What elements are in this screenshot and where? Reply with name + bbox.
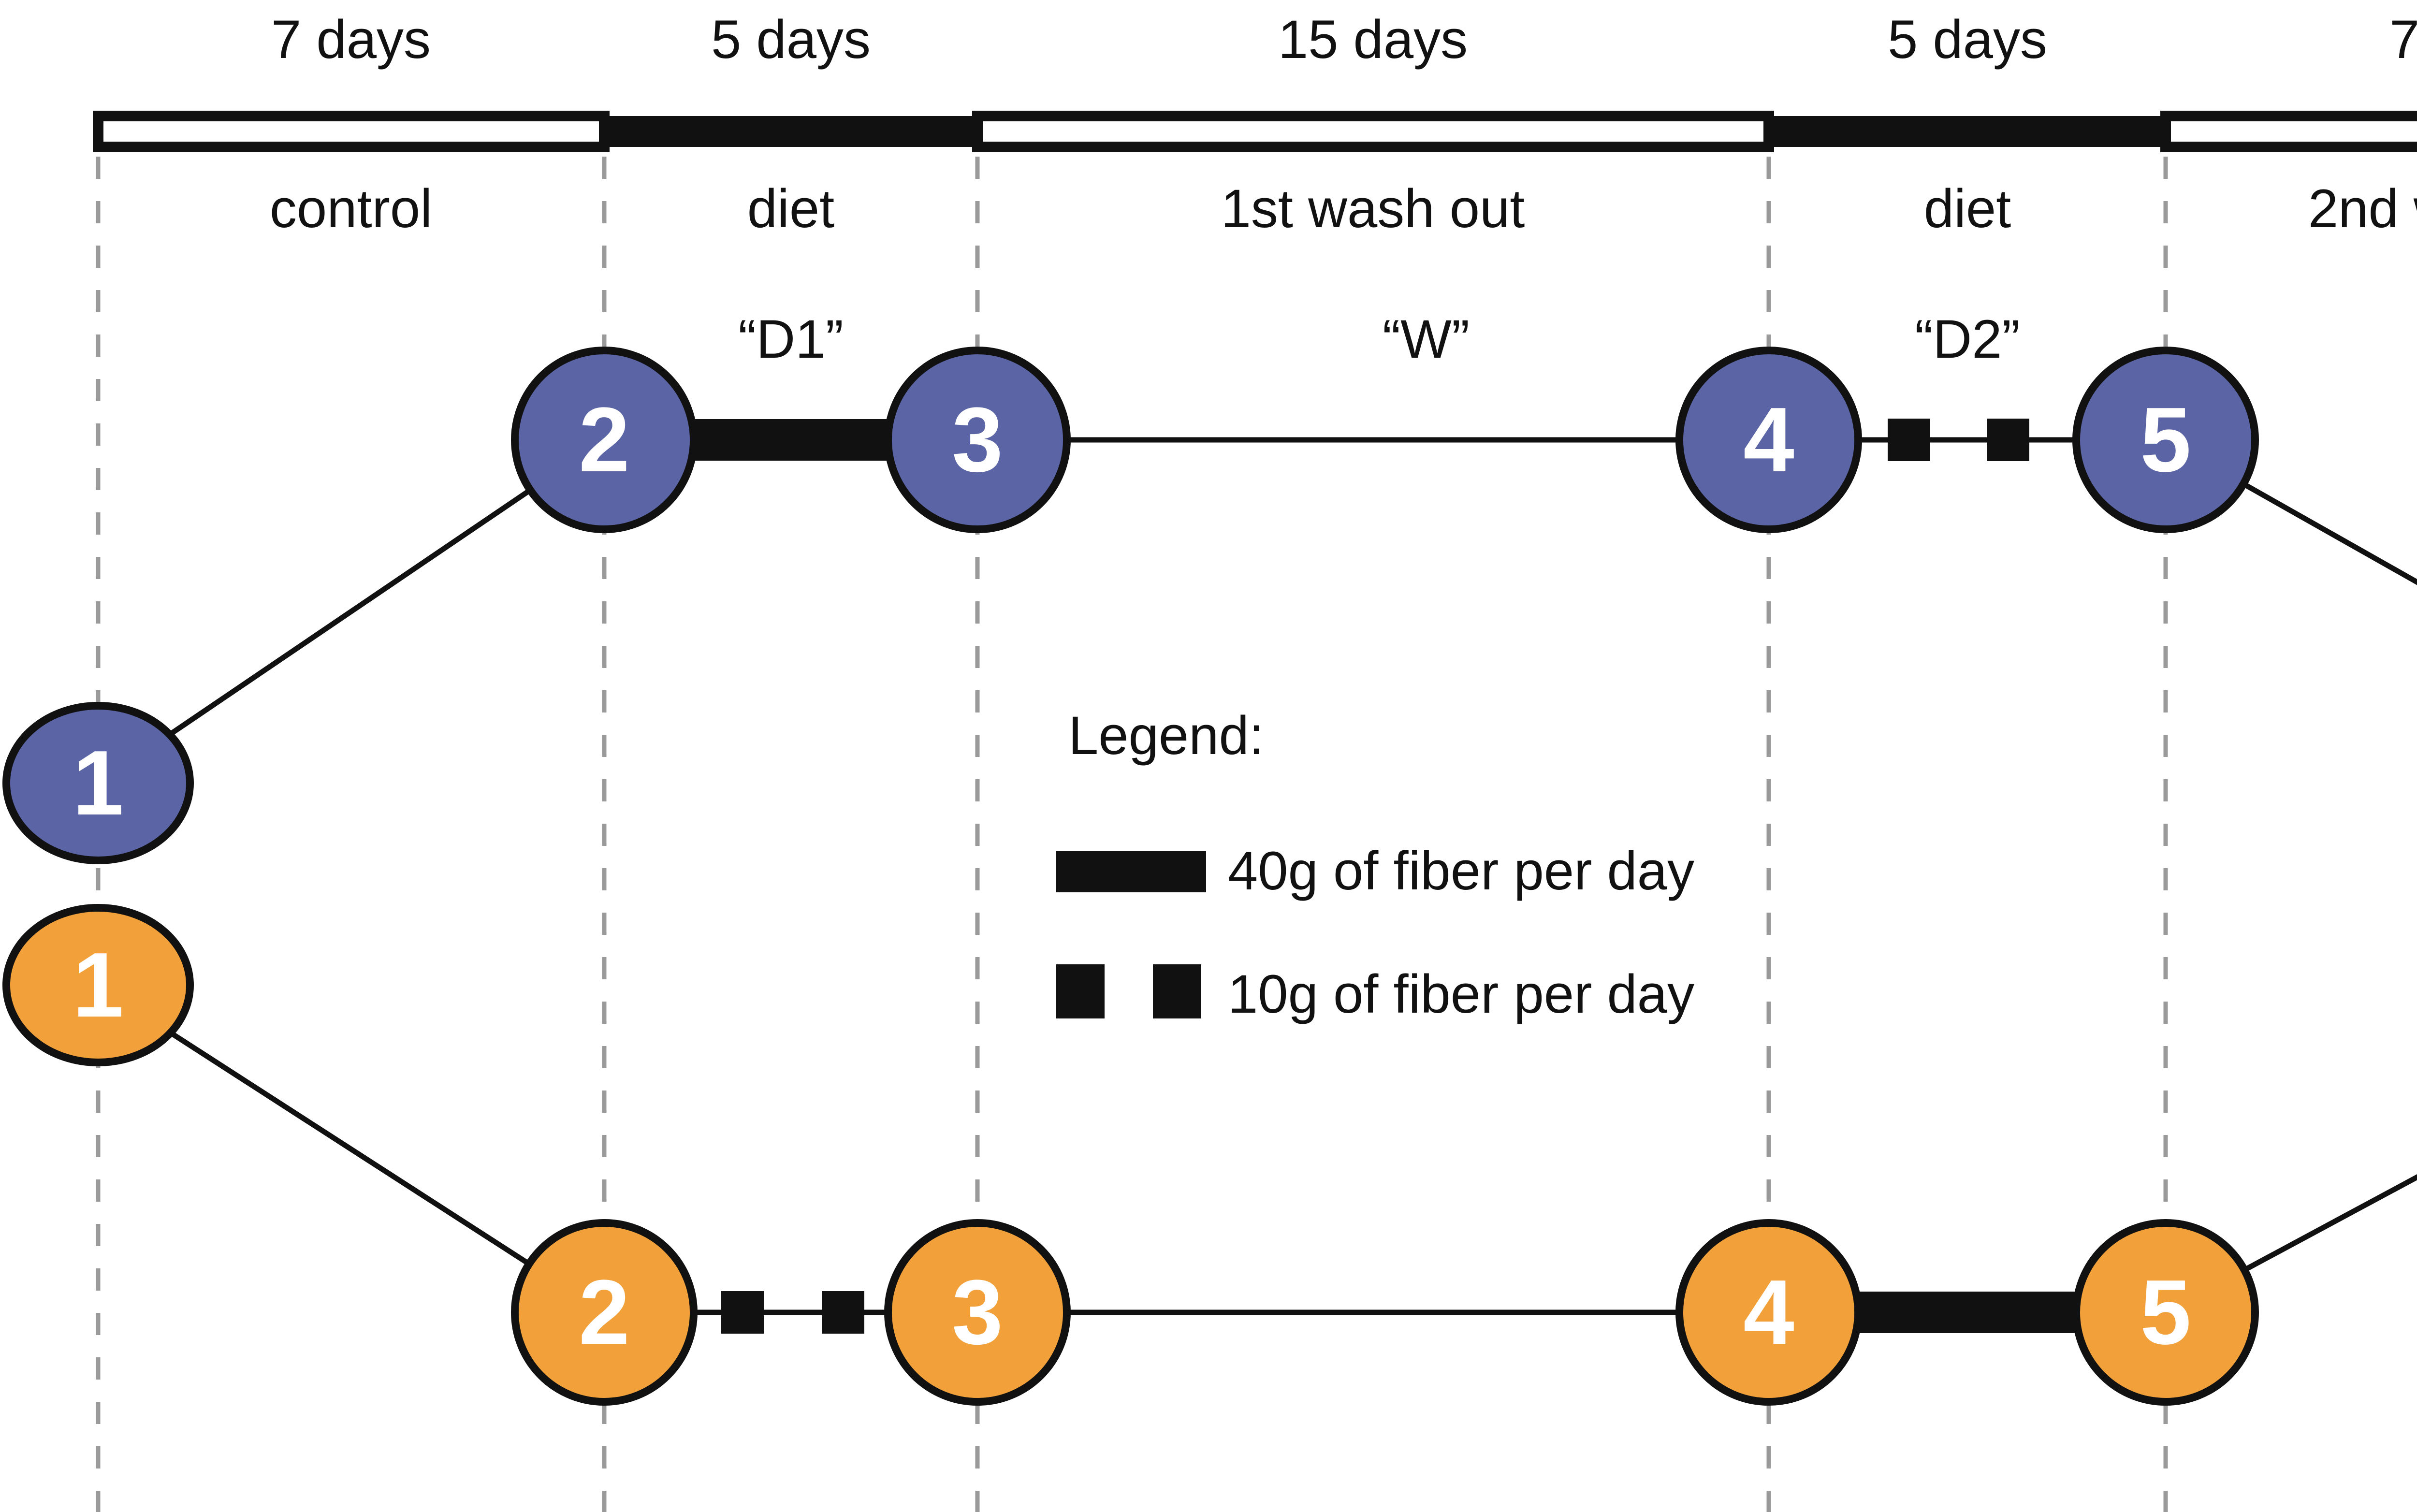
phase-label-washout-1: 1st wash out bbox=[1221, 178, 1525, 239]
edge-label-d2: “D2” bbox=[1915, 309, 2020, 369]
blue-node-5-label: 5 bbox=[2140, 389, 2191, 491]
orange-node-3-shape[interactable] bbox=[884, 1219, 1071, 1406]
blue-node-1[interactable]: 1 bbox=[2, 702, 194, 864]
orange-node-2[interactable]: 2 bbox=[511, 1219, 698, 1406]
legend-label-10g: 10g of fiber per day bbox=[1228, 964, 1694, 1024]
orange-arm-nodes: 1 2 3 4 5 6 bbox=[2, 904, 2259, 1406]
phase-label-washout-2: 2nd wash out bbox=[2308, 178, 2417, 239]
legend-swatch-10g-square-a-icon bbox=[1056, 964, 1105, 1018]
orange-node-5-label: 5 bbox=[2140, 1261, 2191, 1364]
duration-label-0: 7 days bbox=[271, 9, 431, 70]
blue-node-4-label: 4 bbox=[1743, 389, 1794, 491]
phase-labels: control diet 1st wash out diet 2nd wash … bbox=[270, 178, 2417, 239]
orange-edge-1-2 bbox=[97, 984, 606, 1315]
legend-title: Legend: bbox=[1068, 705, 1264, 766]
blue-node-3-label: 3 bbox=[952, 389, 1003, 491]
orange-node-1-shape[interactable] bbox=[2, 904, 194, 1066]
timeline-segment-diet-2 bbox=[1769, 116, 2166, 147]
duration-label-2: 15 days bbox=[1278, 9, 1468, 70]
phase-label-diet-1: diet bbox=[747, 178, 835, 239]
blue-node-4[interactable]: 4 bbox=[1675, 347, 1862, 533]
blue-edge-1-2 bbox=[96, 437, 606, 785]
orange-node-3-label: 3 bbox=[952, 1261, 1003, 1364]
orange-node-4[interactable]: 4 bbox=[1675, 1219, 1862, 1406]
timeline-segment-control bbox=[93, 111, 610, 152]
timeline-segment-diet-1 bbox=[604, 116, 977, 147]
orange-node-3[interactable]: 3 bbox=[884, 1219, 1071, 1406]
blue-edge-4-5-square-a bbox=[1888, 419, 1930, 461]
phase-label-control: control bbox=[270, 178, 432, 239]
orange-node-5[interactable]: 5 bbox=[2072, 1219, 2259, 1406]
duration-label-3: 5 days bbox=[1888, 9, 2047, 70]
legend-swatch-10g-square-b-icon bbox=[1153, 964, 1201, 1018]
orange-node-4-label: 4 bbox=[1743, 1261, 1794, 1364]
phase-label-diet-2: diet bbox=[1924, 178, 2011, 239]
edge-label-w: “W” bbox=[1383, 309, 1470, 369]
timeline-segment-washout-2 bbox=[2160, 111, 2417, 152]
legend-swatch-40g-icon bbox=[1056, 851, 1206, 892]
blue-node-1-shape[interactable] bbox=[2, 702, 194, 864]
duration-label-4: 7 days bbox=[2389, 9, 2417, 70]
blue-node-1-label: 1 bbox=[73, 732, 124, 834]
blue-edge-5-6 bbox=[2164, 437, 2417, 585]
timeline-segment-washout-1 bbox=[972, 111, 1774, 152]
blue-node-4-shape[interactable] bbox=[1675, 347, 1862, 533]
blue-node-5[interactable]: 5 bbox=[2072, 347, 2259, 533]
orange-node-1-label: 1 bbox=[73, 934, 124, 1036]
blue-node-2-shape[interactable] bbox=[511, 347, 698, 533]
orange-node-4-shape[interactable] bbox=[1675, 1219, 1862, 1406]
blue-node-5-shape[interactable] bbox=[2072, 347, 2259, 533]
edge-label-d1: “D1” bbox=[738, 309, 844, 369]
edge-labels: “D1” “W” “D2” bbox=[738, 309, 2020, 369]
orange-arm-path bbox=[97, 984, 2417, 1334]
legend: Legend: 40g of fiber per day 10g of fibe… bbox=[1056, 705, 1694, 1024]
legend-label-40g: 40g of fiber per day bbox=[1228, 841, 1694, 901]
blue-node-2-label: 2 bbox=[579, 389, 630, 491]
orange-edge-5-6 bbox=[2164, 1174, 2417, 1315]
duration-label-1: 5 days bbox=[711, 9, 871, 70]
blue-arm-nodes: 1 2 3 4 5 6 bbox=[2, 347, 2259, 864]
orange-node-2-shape[interactable] bbox=[511, 1219, 698, 1406]
duration-labels: 7 days 5 days 15 days 5 days 7 days bbox=[271, 9, 2417, 70]
orange-node-2-label: 2 bbox=[579, 1261, 630, 1364]
blue-node-3[interactable]: 3 bbox=[884, 347, 1071, 533]
orange-edge-2-3-square-a bbox=[721, 1291, 764, 1334]
blue-edge-4-5-square-b bbox=[1987, 419, 2029, 461]
orange-node-5-shape[interactable] bbox=[2072, 1219, 2259, 1406]
orange-edge-2-3-square-b bbox=[822, 1291, 864, 1334]
blue-node-3-shape[interactable] bbox=[884, 347, 1071, 533]
blue-node-2[interactable]: 2 bbox=[511, 347, 698, 533]
orange-node-1[interactable]: 1 bbox=[2, 904, 194, 1066]
timeline-bar bbox=[93, 111, 2417, 152]
